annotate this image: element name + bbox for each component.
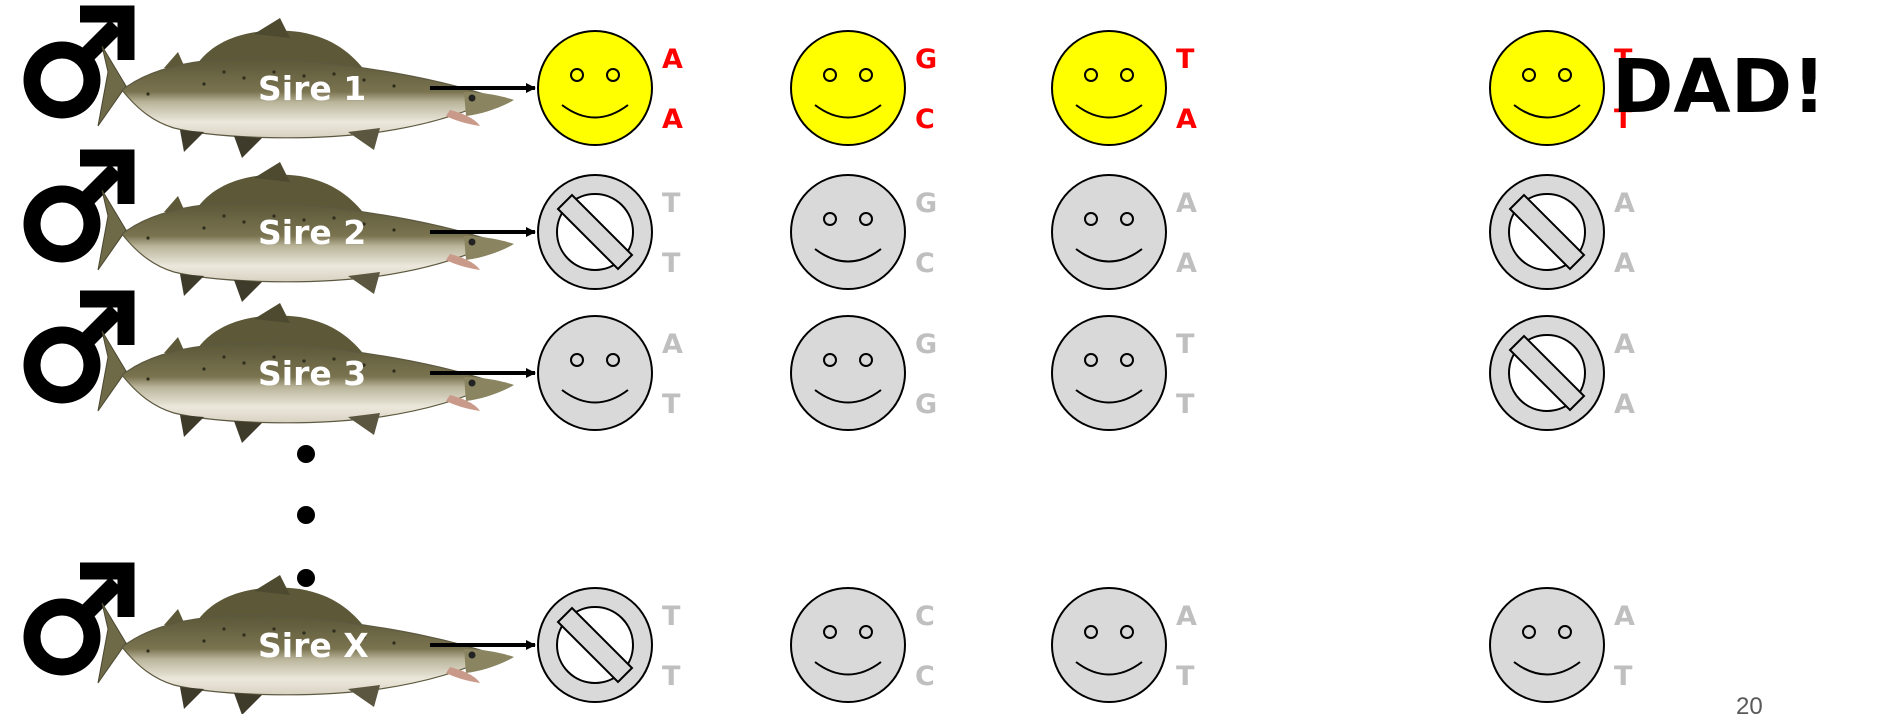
allele-label: G [915,188,937,219]
allele-label: A [662,44,683,75]
allele-label: G [915,44,937,75]
locus-genotype: AA [538,31,683,145]
allele-label: A [1176,188,1197,219]
smiley-face-icon [538,316,652,430]
sire-label: Sire 2 [258,213,366,252]
allele-label: A [1614,601,1635,632]
dad-label: DAD! [1612,44,1826,130]
allele-label: A [1614,188,1635,219]
allele-label: A [1614,389,1635,420]
allele-label: A [1176,248,1197,279]
locus-genotype: AA [1052,175,1197,289]
allele-label: A [1614,329,1635,360]
allele-label: C [915,661,935,692]
allele-label: T [662,248,681,279]
smiley-face-icon [538,31,652,145]
allele-label: T [662,188,681,219]
allele-label: T [662,661,681,692]
sire-label: Sire X [258,626,369,665]
locus-genotype: GG [791,316,937,430]
smiley-face-icon [791,316,905,430]
allele-label: T [1176,661,1195,692]
allele-label: G [915,329,937,360]
locus-genotype: AT [538,316,683,430]
smiley-face-icon [1052,588,1166,702]
locus-genotype: TA [1052,31,1197,145]
locus-genotype: AT [1052,588,1197,702]
allele-label: T [1176,329,1195,360]
allele-label: T [1614,661,1633,692]
locus-genotype: GC [791,175,937,289]
allele-label: T [1176,389,1195,420]
ellipsis-dot [297,569,315,587]
page-number: 20 [1736,693,1763,714]
smiley-face-icon [791,175,905,289]
smiley-face-icon [791,588,905,702]
allele-label: T [1176,44,1195,75]
locus-genotype: AA [1490,175,1635,289]
allele-label: A [662,329,683,360]
locus-genotype: AT [1490,588,1635,702]
allele-label: A [1614,248,1635,279]
allele-label: A [1176,601,1197,632]
allele-label: T [662,389,681,420]
smiley-face-icon [1490,31,1604,145]
locus-genotype: GC [791,31,937,145]
ellipsis-dot [297,445,315,463]
allele-label: C [915,601,935,632]
smiley-face-icon [1490,588,1604,702]
ellipsis-dot [297,506,315,524]
smiley-face-icon [1052,175,1166,289]
sire-label: Sire 3 [258,354,366,393]
allele-label: A [662,104,683,135]
allele-label: T [662,601,681,632]
allele-label: G [915,389,937,420]
locus-genotype: TT [538,175,681,289]
smiley-face-icon [791,31,905,145]
smiley-face-icon [1052,316,1166,430]
locus-genotype: AA [1490,316,1635,430]
allele-label: A [1176,104,1197,135]
sire-label: Sire 1 [258,69,366,108]
smiley-face-icon [1052,31,1166,145]
locus-genotype: TT [1052,316,1195,430]
allele-label: C [915,248,935,279]
locus-genotype: CC [791,588,935,702]
locus-genotype: TT [538,588,681,702]
allele-label: C [915,104,935,135]
